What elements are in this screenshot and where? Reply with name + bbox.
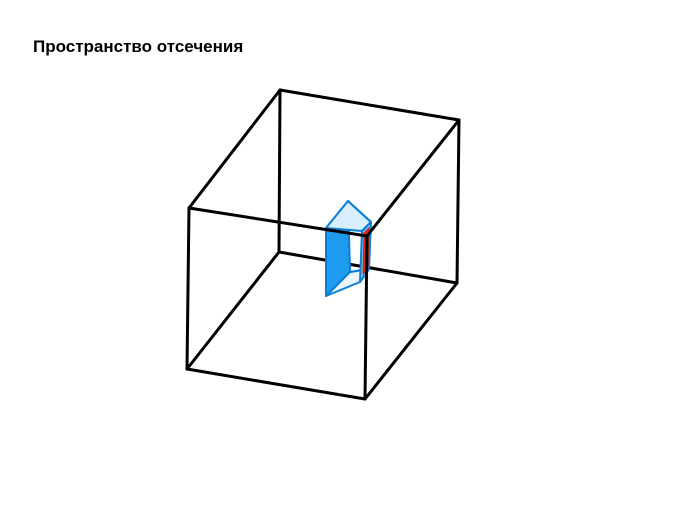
cube-edge-back-right: [455, 118, 461, 285]
cube-front-edges: [185, 118, 461, 401]
cube-edge-back-top: [278, 88, 461, 122]
frustum-edge-right: [347, 200, 372, 223]
view-frustum: [325, 200, 372, 297]
cube-edge-top-left-depth: [187, 88, 282, 210]
cube-edge-front-right: [363, 234, 369, 401]
cube-edge-top-right-depth: [365, 118, 461, 238]
cube-edge-front-bottom: [185, 367, 367, 401]
cube-edge-front-left: [185, 206, 191, 371]
cube-edge-front-top: [187, 206, 369, 238]
cube-edge-bottom-right-depth: [363, 281, 459, 401]
cube-edge-bottom-left-depth: [185, 250, 281, 371]
cube-edge-back-left: [277, 88, 282, 254]
cube-back-edges: [185, 88, 461, 401]
slide-title: Пространство отсечения: [33, 37, 244, 56]
